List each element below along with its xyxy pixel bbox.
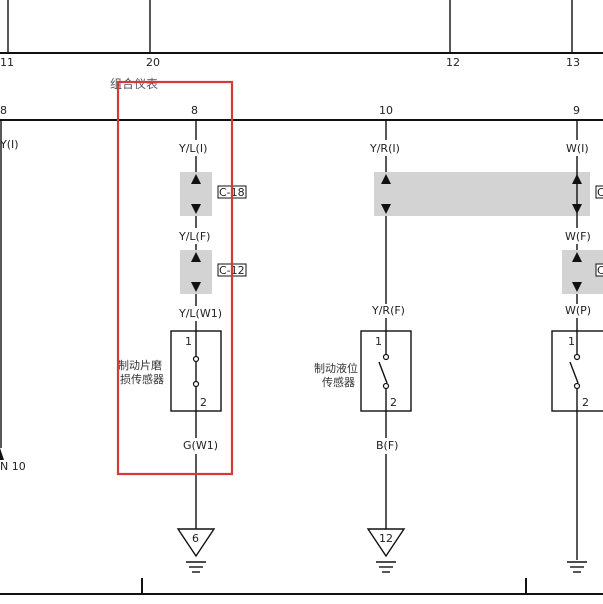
col3-wire-low: W(P) — [565, 304, 591, 317]
col2-wire-gnd: B(F) — [376, 439, 398, 452]
left-arrow-icon — [0, 448, 4, 460]
column-fluid-level: Y/R(I) Y/R(F) 1 2 制动液位 传感器 B(F) 12 — [314, 120, 590, 573]
column-right: W(I) C W(F) C W(P) 1 2 — [551, 120, 603, 573]
connector-arrow-up-icon — [572, 252, 582, 262]
connector-arrow-up-icon — [191, 174, 201, 184]
meter-pin-left: 8 — [0, 104, 7, 117]
col3-wire-mid: W(F) — [565, 230, 591, 243]
fluid-switch-pin-1: 1 — [375, 335, 382, 348]
col1-wire-top: Y/L(I) — [178, 142, 207, 155]
ground-number-12: 12 — [379, 532, 393, 545]
meter-pin-9: 9 — [573, 104, 580, 117]
top-pin-12: 12 — [446, 56, 460, 69]
connector-c3a-tag — [595, 185, 603, 199]
pad-switch-pin-2: 2 — [200, 396, 207, 409]
ground-number-6: 6 — [192, 532, 199, 545]
connector-c3a-label: C — [597, 186, 603, 199]
left-bottom-label: N 10 — [0, 460, 26, 473]
meter-pin-8: 8 — [191, 104, 198, 117]
connector-c3b-tag — [595, 263, 603, 277]
bottom-frame — [0, 578, 603, 595]
top-pin-13: 13 — [566, 56, 580, 69]
meter-pin-10: 10 — [379, 104, 393, 117]
switch-contact-icon — [382, 382, 390, 390]
col1-wire-mid: Y/L(F) — [178, 230, 210, 243]
ground-triangle-icon — [176, 528, 216, 558]
switch-contact-icon — [573, 382, 581, 390]
col1-wire-gnd: G(W1) — [183, 439, 218, 452]
connector-arrow-down-icon — [572, 282, 582, 292]
col2-wire-low: Y/R(F) — [371, 304, 405, 317]
connector-arrow-down-icon — [191, 282, 201, 292]
connector-arrow-down-icon — [191, 204, 201, 214]
open-switch-icon — [569, 361, 579, 384]
switch-contact-icon — [573, 353, 581, 361]
connector-arrow-down-icon — [572, 204, 582, 214]
meter-title: 组合仪表 — [110, 76, 158, 91]
pad-wear-label-2: 损传感器 — [120, 372, 164, 386]
open-switch-icon — [378, 361, 388, 384]
pad-wear-label-1: 制动片磨 — [118, 359, 162, 372]
highlight-box — [116, 80, 234, 476]
fluid-switch-pin-2: 2 — [390, 396, 397, 409]
col2-wire-top: Y/R(I) — [369, 142, 400, 155]
right-switch-pin-1: 1 — [568, 335, 575, 348]
switch-contact-icon — [192, 380, 200, 388]
fluid-label-1: 制动液位 — [314, 361, 358, 375]
connector-arrow-up-icon — [381, 174, 391, 184]
col3-wire-top: W(I) — [566, 142, 589, 155]
left-wire-label: Y(I) — [0, 138, 19, 151]
connector-arrow-down-icon — [381, 204, 391, 214]
col1-wire-low: Y/L(W1) — [178, 307, 222, 320]
top-frame: 11 20 12 13 — [0, 0, 603, 69]
connector-arrow-up-icon — [572, 174, 582, 184]
top-pin-11: 11 — [0, 56, 14, 69]
fluid-label-2: 传感器 — [322, 376, 355, 389]
top-pin-20: 20 — [146, 56, 160, 69]
switch-contact-icon — [382, 353, 390, 361]
right-switch-pin-2: 2 — [582, 396, 589, 409]
left-wire: Y(I) N 10 — [0, 120, 26, 473]
ground-triangle-icon — [366, 528, 406, 558]
pad-switch-pin-1: 1 — [185, 335, 192, 348]
connector-shared-body — [374, 172, 590, 216]
connector-c3b-label: C — [597, 264, 603, 277]
switch-contact-icon — [192, 355, 200, 363]
connector-arrow-up-icon — [191, 252, 201, 262]
column-pad-wear: Y/L(I) C-18 Y/L(F) C-12 Y/L(W1) 1 2 制动片磨… — [118, 120, 247, 573]
